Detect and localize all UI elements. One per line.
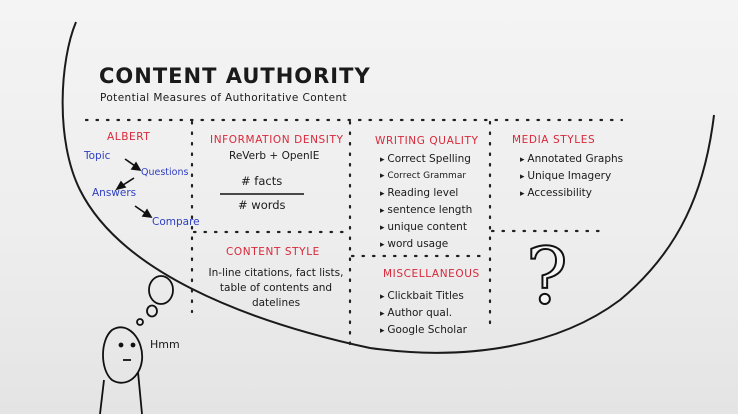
thought-text: Hmm bbox=[150, 338, 180, 351]
content-style-line: In-line citations, fact lists, bbox=[208, 267, 344, 279]
writing-quality-heading: WRITING QUALITY bbox=[375, 135, 479, 147]
list-item: Annotated Graphs bbox=[520, 151, 623, 168]
media-styles-heading: MEDIA STYLES bbox=[512, 134, 596, 146]
thought-bubble-small bbox=[136, 318, 144, 326]
page-subtitle: Potential Measures of Authoritative Cont… bbox=[100, 92, 348, 104]
dotted-grid bbox=[84, 118, 624, 347]
albert-answers: Answers bbox=[92, 187, 137, 199]
list-item: Accessibility bbox=[520, 185, 623, 202]
stick-figure-body bbox=[99, 371, 143, 414]
miscellaneous-list: Clickbait Titles Author qual. Google Sch… bbox=[380, 288, 467, 339]
fraction-denominator: # words bbox=[238, 198, 286, 212]
information-density-heading: INFORMATION DENSITY bbox=[210, 134, 344, 146]
list-item: Unique Imagery bbox=[520, 168, 623, 185]
albert-arrows bbox=[115, 158, 153, 218]
page-title: CONTENT AUTHORITY bbox=[99, 64, 371, 88]
thinker-drawing bbox=[99, 275, 174, 414]
albert-compare: Compare bbox=[152, 216, 200, 228]
stick-figure-head bbox=[102, 326, 143, 384]
miscellaneous-heading: MISCELLANEOUS bbox=[383, 268, 480, 280]
thought-bubble-medium bbox=[146, 304, 158, 318]
thought-bubble-large bbox=[148, 275, 174, 305]
media-styles-list: Annotated Graphs Unique Imagery Accessib… bbox=[520, 151, 623, 202]
list-item: sentence length bbox=[380, 202, 472, 219]
information-density-tools: ReVerb + OpenIE bbox=[229, 150, 320, 162]
list-item: Correct Spelling bbox=[380, 151, 472, 168]
question-mark: ? bbox=[525, 231, 569, 323]
boundary-curve bbox=[61, 21, 715, 354]
list-item: unique content bbox=[380, 219, 472, 236]
list-item: Google Scholar bbox=[380, 322, 467, 339]
list-item: Correct Grammar bbox=[380, 168, 472, 185]
albert-topic: Topic bbox=[84, 150, 111, 162]
content-style-line: datelines bbox=[251, 297, 301, 309]
list-item: word usage bbox=[380, 236, 472, 253]
list-item: Clickbait Titles bbox=[380, 288, 467, 305]
albert-heading: ALBERT bbox=[107, 131, 151, 143]
content-style-heading: CONTENT STYLE bbox=[226, 246, 320, 258]
fraction-numerator: # facts bbox=[241, 174, 283, 188]
list-item: Author qual. bbox=[380, 305, 467, 322]
list-item: Reading level bbox=[380, 185, 472, 202]
writing-quality-list: Correct Spelling Correct Grammar Reading… bbox=[380, 151, 472, 253]
content-style-line: table of contents and bbox=[219, 282, 333, 294]
content-style-description: In-line citations, fact lists, table of … bbox=[206, 266, 346, 311]
albert-questions: Questions bbox=[141, 167, 189, 178]
